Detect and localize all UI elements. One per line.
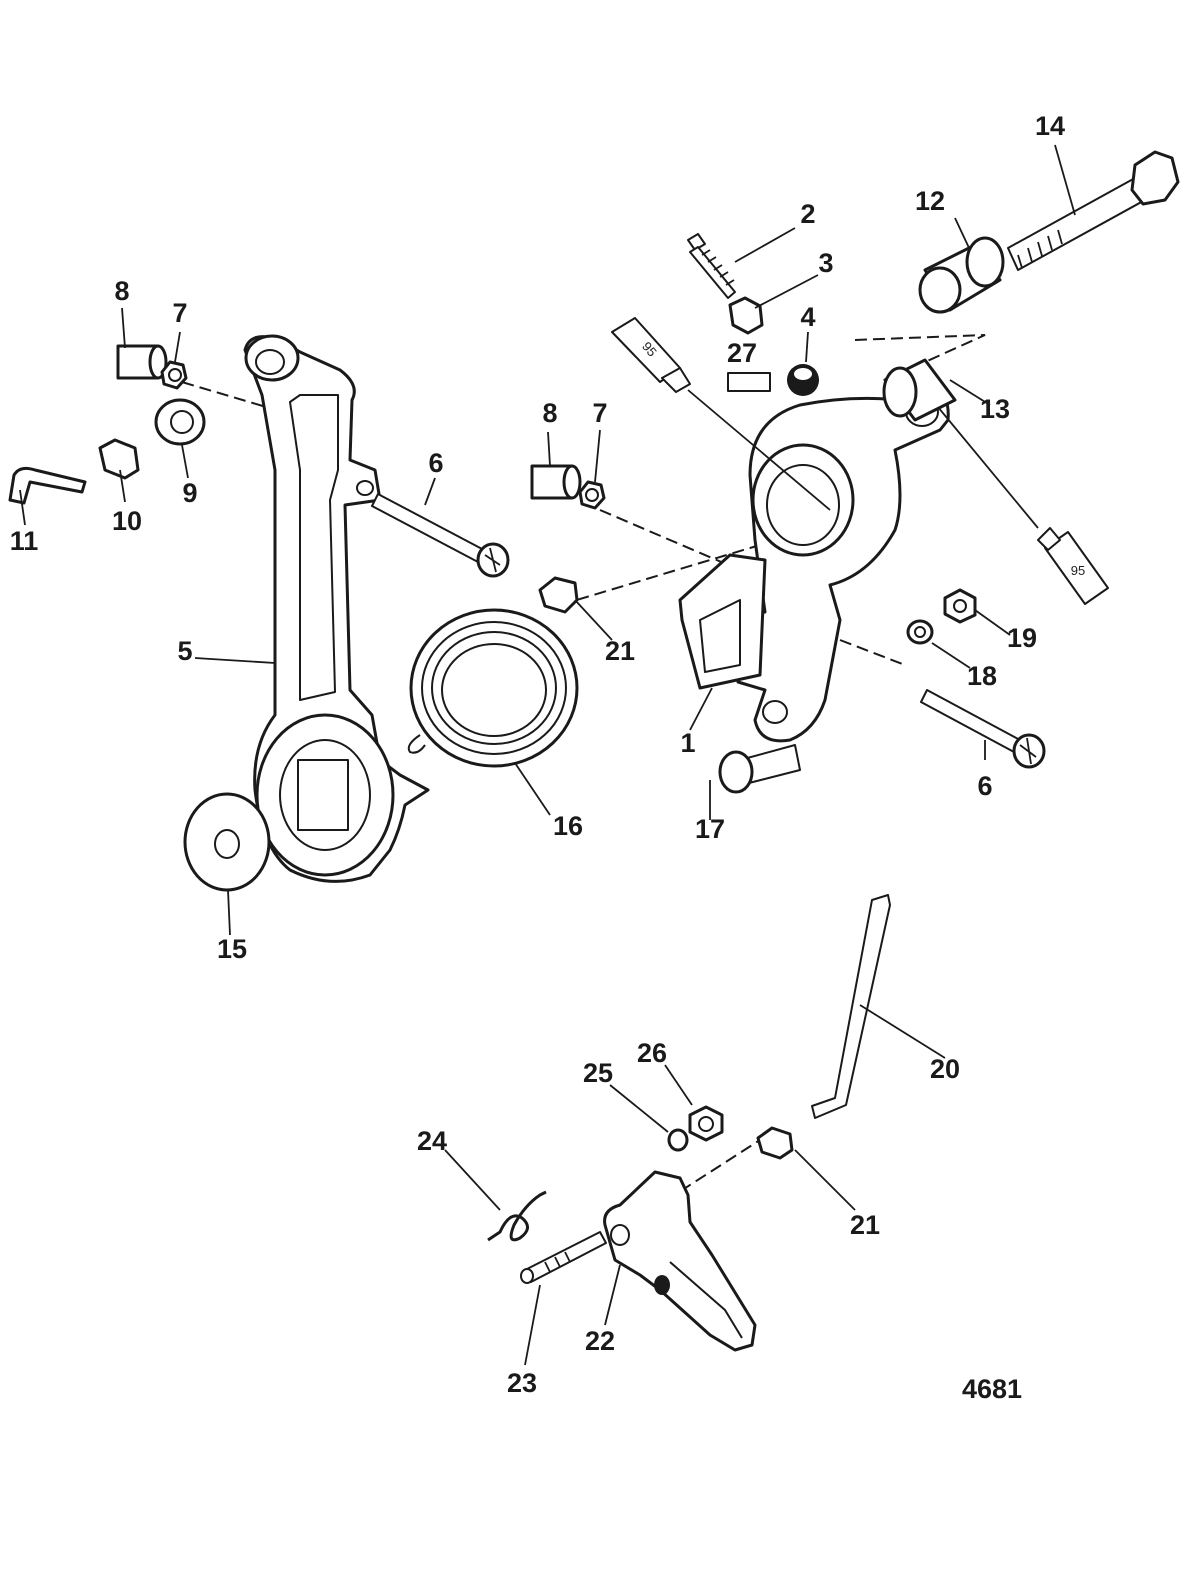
lever-part-22 xyxy=(603,1170,757,1352)
nut-part-7-left xyxy=(160,360,188,390)
callout-5: 5 xyxy=(177,636,192,666)
washer-part-18 xyxy=(906,619,934,645)
spring-part-24 xyxy=(487,1190,547,1242)
pin-part-17 xyxy=(718,744,801,794)
rod-part-11 xyxy=(8,466,87,505)
callout-labels: 2 3 4 5 6 6 7 7 8 8 9 10 11 12 13 14 15 … xyxy=(10,111,1065,1404)
throttle-arm-part-5 xyxy=(243,334,430,883)
callout-19: 19 xyxy=(1007,623,1037,653)
nut-part-26 xyxy=(688,1105,724,1142)
lubricant-code-label-lower: 95 xyxy=(1071,563,1085,578)
callout-7-center: 7 xyxy=(592,398,607,428)
callout-25: 25 xyxy=(583,1058,613,1088)
fastener-part-21-lower xyxy=(756,1126,794,1160)
callout-12: 12 xyxy=(915,186,945,216)
nut-part-3 xyxy=(728,296,764,335)
callout-24: 24 xyxy=(417,1126,447,1156)
pin-part-6-right xyxy=(920,689,1046,769)
washer-part-25 xyxy=(667,1128,689,1152)
callout-15: 15 xyxy=(217,934,247,964)
lubricant-tube-lower: 95 xyxy=(927,394,1109,605)
bolt-part-14 xyxy=(1007,150,1180,271)
callout-4: 4 xyxy=(800,302,815,332)
callout-11: 11 xyxy=(10,526,39,556)
callout-6-right: 6 xyxy=(977,771,992,801)
callout-22: 22 xyxy=(585,1326,615,1356)
clip-part-10 xyxy=(98,438,140,480)
throttle-cam-part-1 xyxy=(678,388,950,743)
callout-3: 3 xyxy=(818,248,833,278)
nut-part-19 xyxy=(943,588,977,624)
nut-part-9 xyxy=(154,398,206,446)
callout-6-left: 6 xyxy=(428,448,443,478)
callout-9: 9 xyxy=(182,478,197,508)
block-part-27 xyxy=(727,372,771,392)
pin-part-6-left xyxy=(371,493,510,578)
callout-2: 2 xyxy=(800,199,815,229)
screw-part-2 xyxy=(687,233,736,299)
bushing-part-8-center xyxy=(530,464,582,500)
callout-26: 26 xyxy=(637,1038,667,1068)
leader-lines xyxy=(19,144,1076,1366)
fastener-part-21-upper xyxy=(538,576,579,614)
callout-17: 17 xyxy=(695,814,725,844)
washer-part-15 xyxy=(183,792,271,892)
link-rod-part-20 xyxy=(811,894,891,1119)
callout-13: 13 xyxy=(980,394,1010,424)
spring-part-16 xyxy=(407,608,579,768)
callout-27: 27 xyxy=(727,338,757,368)
pin-part-23 xyxy=(520,1231,607,1284)
callout-1: 1 xyxy=(680,728,695,758)
callout-23: 23 xyxy=(507,1368,537,1398)
callout-7-left: 7 xyxy=(172,298,187,328)
callout-16: 16 xyxy=(553,811,583,841)
callout-14: 14 xyxy=(1035,111,1065,141)
callout-21-upper: 21 xyxy=(605,636,635,666)
callout-8-left: 8 xyxy=(114,276,129,306)
nut-part-7-center xyxy=(578,480,606,510)
callout-20: 20 xyxy=(930,1054,960,1084)
bushing-part-12 xyxy=(918,236,1005,314)
callout-18: 18 xyxy=(967,661,997,691)
lubricant-tube-upper: 95 xyxy=(611,317,831,511)
bushing-part-13 xyxy=(882,358,957,422)
callout-8-center: 8 xyxy=(542,398,557,428)
bushing-part-8-left xyxy=(116,344,168,380)
figure-number: 4681 xyxy=(962,1374,1022,1404)
callout-10: 10 xyxy=(112,506,142,536)
callout-21-lower: 21 xyxy=(850,1210,880,1240)
spring-part-4 xyxy=(787,364,819,396)
